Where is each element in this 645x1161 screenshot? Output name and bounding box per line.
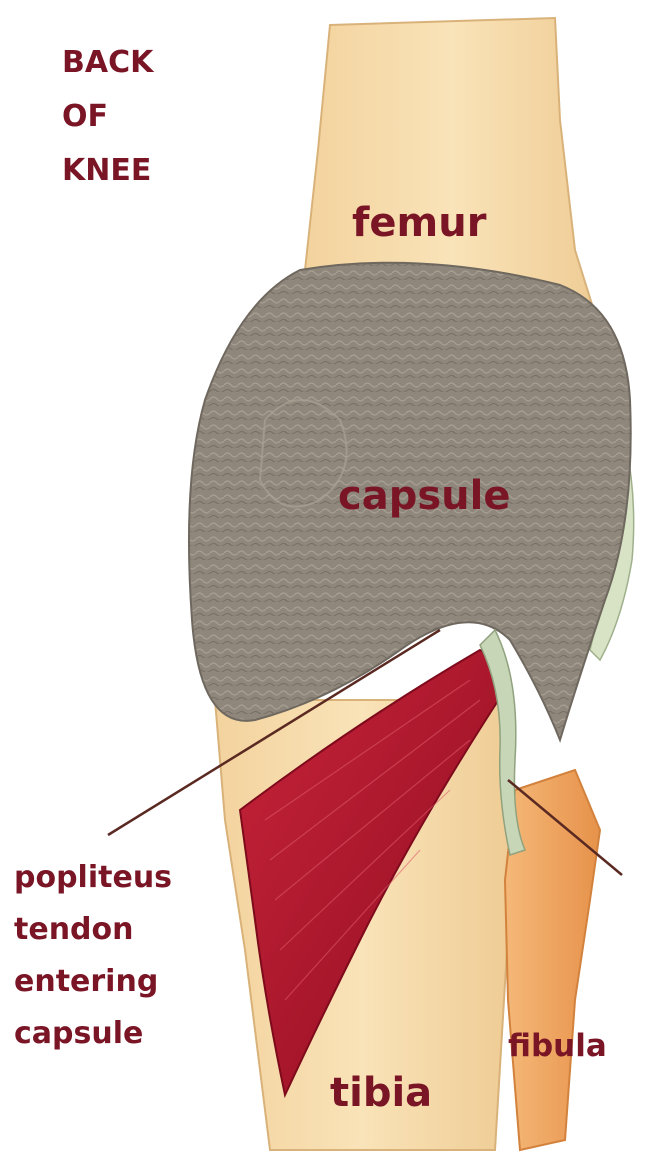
popliteus-line-4: capsule: [14, 1008, 172, 1060]
label-capsule: capsule: [338, 473, 510, 519]
popliteus-line-1: popliteus: [14, 852, 172, 904]
diagram-title: BACK OF KNEE: [62, 36, 153, 198]
label-popliteus-tendon: popliteus tendon entering capsule: [14, 852, 172, 1060]
label-fibula: fibula: [508, 1028, 607, 1064]
title-line-1: BACK: [62, 36, 153, 90]
label-femur: femur: [352, 200, 486, 246]
popliteus-line-3: entering: [14, 956, 172, 1008]
fibula-bone: [505, 770, 600, 1150]
label-tibia: tibia: [330, 1070, 432, 1116]
popliteus-line-2: tendon: [14, 904, 172, 956]
title-line-2: OF: [62, 90, 153, 144]
title-line-3: KNEE: [62, 144, 153, 198]
